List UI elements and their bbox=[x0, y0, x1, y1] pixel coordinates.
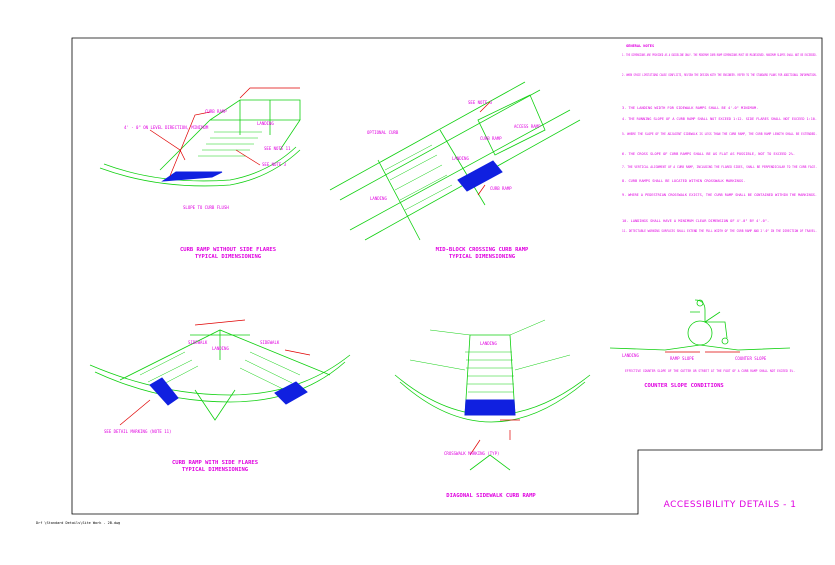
detail-caption: DIAGONAL SIDEWALK CURB RAMP bbox=[446, 493, 536, 499]
note-item: 2. WHEN SPACE LIMITATIONS CAUSE CONFLICT… bbox=[622, 73, 817, 77]
label: SIDEWALK bbox=[188, 340, 208, 345]
label: 4' - 0" ON LEVEL DIRECTION, MINIMUM bbox=[124, 125, 209, 130]
detail-diagonal: LANDING CROSSWALK MARKING (TYP) DIAGONAL… bbox=[394, 319, 591, 499]
label: OPTIONAL CURB bbox=[367, 130, 399, 135]
label: CURB RAMP bbox=[490, 186, 512, 191]
label: SEE NOTE 3 bbox=[262, 162, 287, 167]
label: CURB RAMP bbox=[480, 136, 502, 141]
label: LANDING bbox=[370, 196, 387, 201]
label: LANDING bbox=[452, 156, 469, 161]
label: CURB RAMP bbox=[205, 109, 227, 114]
label: LANDING bbox=[622, 353, 639, 358]
detail-subcaption: TYPICAL DIMENSIONING bbox=[195, 254, 262, 260]
note-item: 5. WHERE THE SLOPE OF THE ADJACENT SIDEW… bbox=[622, 132, 817, 136]
label: LANDING bbox=[257, 121, 274, 126]
note-item: 7. THE VERTICAL ALIGNMENT OF A CURB RAMP… bbox=[622, 165, 817, 169]
label: SEE NOTE 11 bbox=[264, 146, 291, 151]
general-notes: GENERAL NOTES 1. THE DIMENSIONS ARE PROV… bbox=[622, 44, 817, 233]
label: COUNTER SLOPE bbox=[735, 356, 767, 361]
sheet-title: ACCESSIBILITY DETAILS - 1 bbox=[664, 500, 797, 510]
note-item: 8. CURB RAMPS SHALL BE LOCATED WITHIN CR… bbox=[622, 179, 745, 183]
detail-caption: COUNTER SLOPE CONDITIONS bbox=[644, 383, 723, 389]
label: RAMP SLOPE bbox=[670, 356, 695, 361]
detail-subcaption: TYPICAL DIMENSIONING bbox=[449, 254, 516, 260]
detail-subcaption: TYPICAL DIMENSIONING bbox=[182, 467, 249, 473]
label: SLOPE TO CURB FLUSH bbox=[183, 205, 229, 210]
detail-caption: CURB RAMP WITH SIDE FLARES bbox=[172, 460, 258, 466]
note-item: 3. THE LANDING WIDTH FOR SIDEWALK RAMPS … bbox=[622, 106, 758, 110]
detail-mid-block: SEE NOTE 3 OPTIONAL CURB LANDING CURB RA… bbox=[329, 81, 581, 260]
note-item: 1. THE DIMENSIONS ARE PROVIDED AS A GUID… bbox=[622, 53, 817, 57]
label: SEE NOTE 3 bbox=[468, 100, 493, 105]
note-item: 6. THE CROSS SLOPE OF CURB RAMPS SHALL B… bbox=[622, 152, 795, 156]
detail-with-side-flares: SIDEWALK LANDING SIDEWALK SEE DETAIL MAR… bbox=[89, 319, 351, 473]
counter-note: EFFECTIVE COUNTER SLOPE OF THE GUTTER OR… bbox=[625, 369, 795, 373]
note-item: 4. THE RUNNING SLOPE OF A CURB RAMP SHAL… bbox=[622, 117, 817, 121]
notes-heading: GENERAL NOTES bbox=[626, 44, 654, 48]
detail-caption: CURB RAMP WITHOUT SIDE FLARES bbox=[180, 247, 276, 253]
note-item: 11. DETECTABLE WARNING SURFACES SHALL EX… bbox=[622, 229, 817, 233]
sheet-border bbox=[71, 37, 823, 515]
label: ACCESS RAMP bbox=[514, 124, 541, 129]
label: SIDEWALK bbox=[260, 340, 280, 345]
label: LANDING bbox=[480, 341, 497, 346]
file-path: Drf \Standard Details\Site Work - 2B.dwg bbox=[36, 521, 120, 525]
detail-counter-slope: LANDING RAMP SLOPE COUNTER SLOPE EFFECTI… bbox=[609, 299, 795, 389]
label: CROSSWALK MARKING (TYP) bbox=[444, 451, 499, 456]
wheelchair-icon bbox=[687, 299, 729, 346]
label: LANDING bbox=[212, 346, 229, 351]
note-item: 9. WHERE A PEDESTRIAN CROSSWALK EXISTS, … bbox=[622, 193, 817, 197]
detail-caption: MID-BLOCK CROSSING CURB RAMP bbox=[436, 247, 529, 253]
label: SEE DETAIL MARKING (NOTE 11) bbox=[104, 429, 171, 434]
detail-no-side-flares: 4' - 0" ON LEVEL DIRECTION, MINIMUM CURB… bbox=[99, 87, 301, 260]
note-item: 10. LANDINGS SHALL HAVE A MINIMUM CLEAR … bbox=[622, 219, 769, 223]
